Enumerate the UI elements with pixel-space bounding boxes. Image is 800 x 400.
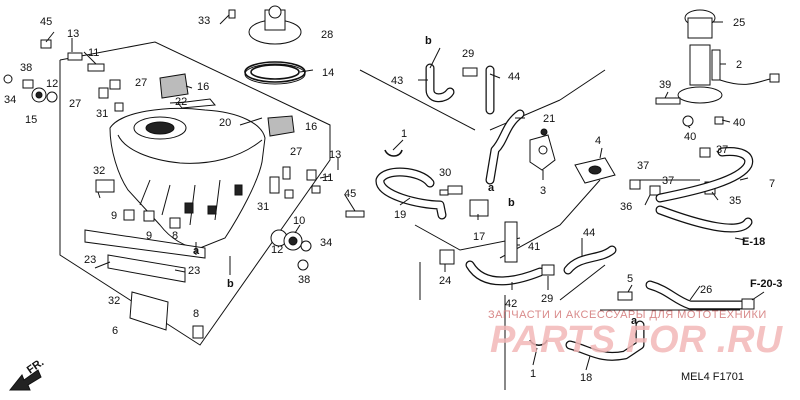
callout-24: 24 <box>439 275 451 287</box>
callout-35: 35 <box>729 195 741 207</box>
callout-6: 6 <box>112 325 118 337</box>
callout-11: 11 <box>322 172 333 184</box>
callout-38: 38 <box>298 274 310 286</box>
callout-25: 25 <box>733 17 745 29</box>
callout-26: 26 <box>700 284 712 296</box>
callout-33: 33 <box>198 15 210 27</box>
diagram-code: MEL4 F1701 <box>681 371 744 383</box>
callout-4: 4 <box>595 135 601 147</box>
callout-labels: 45 13 11 38 12 34 15 27 27 31 33 28 16 2… <box>4 15 775 384</box>
callout-37: 37 <box>716 144 728 156</box>
callout-29: 29 <box>462 48 474 60</box>
callout-7: 7 <box>769 178 775 190</box>
ref-a: a <box>631 315 638 327</box>
callout-20: 20 <box>219 117 231 129</box>
connection-refs: a b b a b a <box>193 35 638 327</box>
callout-40: 40 <box>733 117 745 129</box>
callout-27: 27 <box>290 146 302 158</box>
callout-34: 34 <box>320 237 332 249</box>
front-direction-label: FR. <box>25 356 46 376</box>
callout-27: 27 <box>135 77 147 89</box>
callout-3: 3 <box>540 185 546 197</box>
ref-b: b <box>508 197 515 209</box>
section-ref-f203: F-20-3 <box>750 278 782 290</box>
callout-41: 41 <box>528 241 540 253</box>
callout-44: 44 <box>583 227 595 239</box>
watermark-caption: ЗАПЧАСТИ И АКСЕССУАРЫ ДЛЯ МОТОТЕХНИКИ <box>488 309 767 321</box>
callout-22: 22 <box>175 96 187 108</box>
callout-18: 18 <box>580 372 592 384</box>
hose-group <box>359 9 780 390</box>
fuel-tank-group <box>3 5 365 391</box>
callout-45: 45 <box>344 188 356 200</box>
front-direction-arrow <box>8 369 42 391</box>
callout-37: 37 <box>637 160 649 172</box>
callout-12: 12 <box>271 244 283 256</box>
callout-32: 32 <box>108 295 120 307</box>
callout-8: 8 <box>172 230 178 242</box>
ref-b: b <box>227 278 234 290</box>
callout-32: 32 <box>93 165 105 177</box>
callout-14: 14 <box>322 67 334 79</box>
callout-36: 36 <box>620 201 632 213</box>
callout-31: 31 <box>96 108 108 120</box>
callout-40: 40 <box>684 131 696 143</box>
callout-2: 2 <box>736 59 742 71</box>
callout-13: 13 <box>329 149 341 161</box>
callout-12: 12 <box>46 78 58 90</box>
section-ref-e18: E-18 <box>742 236 765 248</box>
callout-13: 13 <box>67 28 79 40</box>
callout-17: 17 <box>473 231 485 243</box>
callout-28: 28 <box>321 29 333 41</box>
callout-42: 42 <box>505 298 517 310</box>
callout-16: 16 <box>197 81 209 93</box>
callout-1: 1 <box>530 368 536 380</box>
ref-a: a <box>488 182 495 194</box>
watermark-logo: PARTS FOR .RU <box>490 319 784 361</box>
callout-23: 23 <box>84 254 96 266</box>
ref-a: a <box>193 245 200 257</box>
watermark: ЗАПЧАСТИ И АКСЕССУАРЫ ДЛЯ МОТОТЕХНИКИ PA… <box>488 309 784 361</box>
callout-5: 5 <box>627 273 633 285</box>
callout-37: 37 <box>662 175 674 187</box>
callout-11: 11 <box>88 47 99 59</box>
callout-27: 27 <box>69 98 81 110</box>
callout-30: 30 <box>439 167 451 179</box>
ref-b: b <box>425 35 432 47</box>
callout-31: 31 <box>257 201 269 213</box>
callout-9: 9 <box>111 210 117 222</box>
callout-43: 43 <box>391 75 403 87</box>
callout-9: 9 <box>146 230 152 242</box>
callout-8: 8 <box>193 308 199 320</box>
callout-10: 10 <box>293 215 305 227</box>
callout-34: 34 <box>4 94 16 106</box>
callout-45: 45 <box>40 16 52 28</box>
callout-15: 15 <box>25 114 37 126</box>
callout-21: 21 <box>543 113 555 125</box>
callout-29: 29 <box>541 293 553 305</box>
callout-19: 19 <box>394 209 406 221</box>
callout-23: 23 <box>188 265 200 277</box>
callout-16: 16 <box>305 121 317 133</box>
callout-1: 1 <box>401 128 407 140</box>
callout-38: 38 <box>20 62 32 74</box>
callout-44: 44 <box>508 71 520 83</box>
callout-39: 39 <box>659 79 671 91</box>
